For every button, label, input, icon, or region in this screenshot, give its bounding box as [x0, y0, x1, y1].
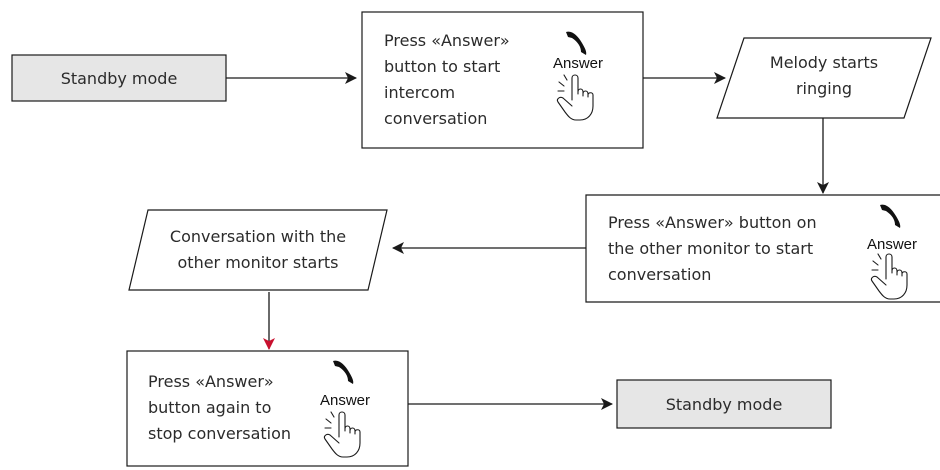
press-other-line-1: Press «Answer» button on — [608, 213, 817, 232]
conversation-line-1: Conversation with the — [170, 227, 346, 246]
melody-line-2: ringing — [796, 79, 852, 98]
standby-mode-top: Standby mode — [11, 54, 227, 102]
press-answer-1-line-1: Press «Answer» — [384, 31, 510, 50]
press-answer-again-step: Press «Answer» button again to stop conv… — [126, 350, 409, 467]
answer-icon-label: Answer — [553, 55, 603, 72]
press-other-line-3: conversation — [608, 265, 711, 284]
press-answer-1-line-4: conversation — [384, 109, 487, 128]
press-answer-step-1: Press «Answer» button to start intercom … — [361, 11, 644, 149]
answer-button-icon: Answer — [867, 204, 917, 300]
press-again-line-1: Press «Answer» — [148, 372, 274, 391]
answer-button-icon: Answer — [553, 31, 603, 121]
phone-handset-icon — [880, 204, 901, 228]
melody-line-1: Melody starts — [770, 53, 878, 72]
press-answer-1-line-2: button to start — [384, 57, 500, 76]
standby-top-label: Standby mode — [61, 69, 178, 88]
press-again-line-2: button again to — [148, 398, 271, 417]
phone-handset-icon — [566, 31, 587, 55]
answer-button-icon: Answer — [320, 360, 370, 458]
press-again-line-3: stop conversation — [148, 424, 291, 443]
answer-icon-label: Answer — [320, 392, 370, 409]
standby-mode-bottom: Standby mode — [616, 379, 832, 429]
press-answer-other-monitor-step: Press «Answer» button on the other monit… — [585, 194, 940, 303]
standby-bottom-label: Standby mode — [666, 395, 783, 414]
pointing-hand-icon — [870, 253, 908, 300]
press-other-line-2: the other monitor to start — [608, 239, 813, 258]
pointing-hand-icon — [556, 74, 594, 121]
answer-icon-label: Answer — [867, 236, 917, 253]
phone-handset-icon — [333, 360, 354, 384]
conversation-line-2: other monitor starts — [178, 253, 339, 272]
press-answer-1-line-3: intercom — [384, 83, 455, 102]
pointing-hand-icon — [323, 411, 361, 458]
melody-starts-ringing: Melody starts ringing — [716, 37, 932, 119]
conversation-other-monitor-starts: Conversation with the other monitor star… — [128, 209, 388, 291]
